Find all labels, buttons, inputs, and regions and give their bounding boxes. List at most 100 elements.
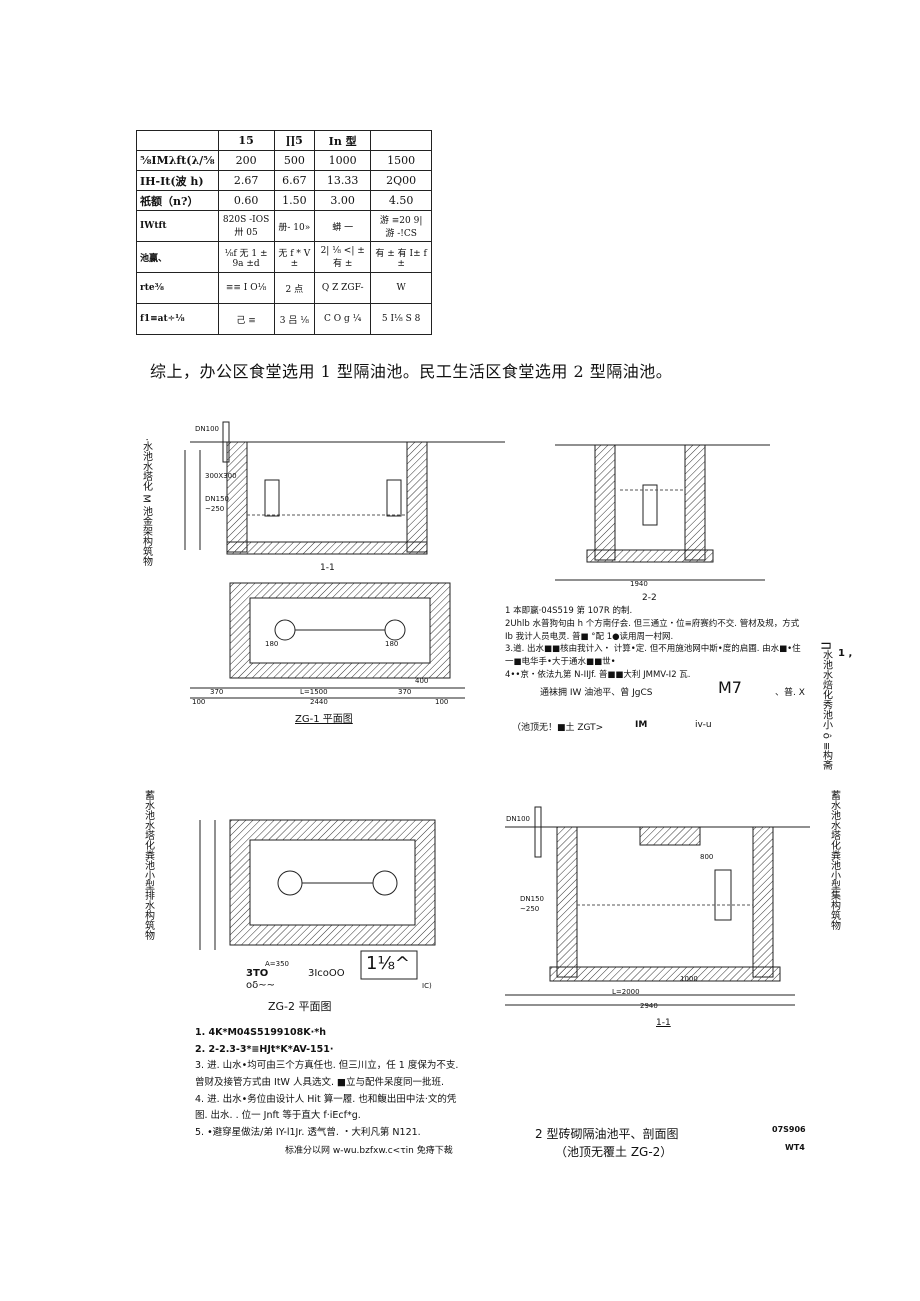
- table-cell: 3.00: [314, 190, 372, 211]
- table-cell: 蟒 一: [314, 210, 372, 242]
- table-row-header: IWtft: [136, 210, 219, 242]
- table-cell: 200: [217, 150, 275, 171]
- zg2-dim-dn100: DN100: [506, 815, 530, 823]
- zg1-section-2-label: 2-2: [642, 593, 657, 603]
- dim-180-left: 180: [265, 640, 279, 648]
- zg2-dim-800: 800: [700, 853, 714, 861]
- zg2-section-drawing: [505, 806, 810, 1006]
- table-header-cell: [136, 130, 219, 151]
- table-cell: 5 I⅛ S 8: [370, 303, 432, 335]
- table-cell: 2 点: [273, 272, 316, 304]
- zg1-section-drawing: [184, 421, 505, 555]
- zg2-plan-label: ZG-2 平面图: [268, 1000, 332, 1013]
- zg1-section-label: 1-1: [320, 563, 335, 573]
- dim-400: 400: [415, 677, 429, 685]
- zg2-notes: 1. 4K*M04S5199108K·*h 2. 2-2.3-3*≡HJt*K*…: [195, 1025, 460, 1141]
- zg1-caption2-right: iv-u: [695, 720, 712, 730]
- dim-dn100: DN100: [195, 425, 219, 433]
- side-label-left-top: ·水池水塔化 M 池金架构筑物: [140, 438, 152, 567]
- table-cell: 游 ≡20 9| 游 -!CS: [370, 210, 432, 242]
- side-label-left-mid: 蓄水池水塔化粪池小型排水构筑物: [142, 790, 154, 940]
- zg1-caption2-mid: IM: [635, 720, 648, 730]
- table-cell: 820S -IOS 卅 05: [217, 210, 275, 242]
- dim-370-left: 370: [210, 688, 224, 696]
- zg1-caption-right: 、普. X: [775, 688, 805, 698]
- side-label-right-mid: 蓄水池水塔化粪池小型集构筑物: [828, 790, 840, 930]
- dim-dn150: DN150: [205, 495, 229, 503]
- zg1-note-1: 1 本即赢·04S519 第 107R 的制.: [505, 606, 633, 616]
- zg2-note-5: 5. •避穿星做法/弟 IY-l1Jr. 透气曾. ・大利凡第 N121.: [195, 1126, 421, 1138]
- table-cell: ≡≡ I O⅛: [217, 272, 275, 304]
- footer-source: 标准分以网 w-wu.bzfxw.c<τin 免痔下裁: [285, 1146, 453, 1156]
- zg1-caption-big: M7: [718, 678, 742, 697]
- dim-370-right: 370: [398, 688, 412, 696]
- zg1-plan-label: ZG-1 平面图: [295, 714, 353, 725]
- dim-100-right: 100: [435, 698, 449, 706]
- table-cell: 2.67: [217, 170, 275, 191]
- table-row-header: ⅝IMλft(λ/⅝: [136, 150, 219, 171]
- zg2-dim-1000: 1000: [680, 975, 698, 983]
- table-cell: W: [370, 272, 432, 304]
- table-row-header: IH-It(波 h): [136, 170, 219, 191]
- dim-2440: 2440: [310, 698, 328, 706]
- table-header-cell: [370, 130, 432, 151]
- zg2-section-label: 1-1: [656, 1018, 671, 1028]
- table-cell: 1000: [314, 150, 372, 171]
- zg2-dim-dn150: DN150: [520, 895, 544, 903]
- zg1-caption-left: 通袜拥 IW 油池平、曾 JgCS: [540, 688, 653, 698]
- zg2-dim-l2000: L=2000: [612, 988, 640, 996]
- zg2-note-3: 3. 进. 山水•均可由三个方真任也. 但三川立，任 1 度保为不支. 曾财及接…: [195, 1060, 459, 1088]
- zg2-code-2: WT4: [785, 1143, 805, 1152]
- zg1-caption2-left: （池顶无！■土 ZGT>: [512, 723, 604, 733]
- table-cell: 13.33: [314, 170, 372, 191]
- dim-l1500: L=1500: [300, 688, 328, 696]
- dim-180-right: 180: [385, 640, 399, 648]
- table-row-header: rte⅜: [136, 272, 219, 304]
- table-cell: 册- 10»: [273, 210, 316, 242]
- table-cell: 1500: [370, 150, 432, 171]
- summary-text: 综上，办公区食堂选用 1 型隔油池。民工生活区食堂选用 2 型隔油池。: [150, 362, 673, 381]
- table-cell: 有 ± 有 I± f ±: [370, 241, 432, 273]
- table-row-header: 池赢、: [136, 241, 219, 273]
- table-cell: 2| ⅛ <| ± 有 ±: [314, 241, 372, 273]
- table-header-cell: ∏5: [273, 130, 316, 151]
- zg1-plan-drawing: [190, 582, 465, 699]
- table-cell: Q Z ZGF-: [314, 272, 372, 304]
- table-cell: 1.50: [273, 190, 316, 211]
- zg2-code-1: 07S906: [772, 1125, 806, 1134]
- zg2-plan-drawing: [199, 819, 436, 950]
- table-row-header: 祇额（n?）: [136, 190, 219, 211]
- zg2-dim-250: ~250: [520, 905, 540, 913]
- table-cell: ⅛f 无 1 ± 9a ±d: [217, 241, 275, 273]
- dim-300x300: 300X300: [205, 472, 237, 480]
- table-row-header: f1≡at÷⅛: [136, 303, 219, 335]
- dim-3lcooo: 3IcoOO: [308, 968, 345, 979]
- dim-a350: A=350: [265, 960, 290, 968]
- table-cell: 0.60: [217, 190, 275, 211]
- zg2-big-label-box: [360, 950, 418, 980]
- dim-1940: 1940: [630, 580, 648, 588]
- table-cell: 无 f * V ±: [273, 241, 316, 273]
- zg1-notes: 1 本即赢·04S519 第 107R 的制. 2Uhlb 水普狗句由 h 个方…: [505, 605, 805, 682]
- table-cell: 4.50: [370, 190, 432, 211]
- zg1-section-2-drawing: [555, 444, 770, 581]
- table-header-cell: 15: [217, 130, 275, 151]
- zg1-note-4: 4••京・依法九第 N-IIJf. 普■■大利 JMMV-I2 瓦.: [505, 669, 691, 680]
- dim-ic: IC): [422, 982, 432, 990]
- zg1-note-2: 2Uhlb 水普狗句由 h 个方南仔会. 但三通立・位≡府赛约不交. 管材及规，…: [505, 618, 800, 642]
- dim-big: 1⅛^: [366, 953, 410, 974]
- zg2-note-1: 1. 4K*M04S5199108K·*h: [195, 1027, 326, 1038]
- dim-3to: 3TO: [246, 968, 269, 979]
- zg2-note-4: 4. 进. 出水•务位由设计人 Hit 算一履. 也和鳆出田中法·文的凭图. 出…: [195, 1093, 457, 1122]
- table-header-cell: In 型: [314, 130, 372, 151]
- dim-odash: oδ~~: [246, 980, 275, 991]
- zg2-note-2: 2. 2-2.3-3*≡HJt*K*AV-151·: [195, 1043, 334, 1055]
- zg2-title-line1: 2 型砖砌隔油池平、剖面图: [535, 1127, 679, 1141]
- zg1-note-3: 3.道. 出水■■核由我计入・ 计算•定. 但不用施池网中斯•度的启圃. 由水■…: [505, 644, 801, 667]
